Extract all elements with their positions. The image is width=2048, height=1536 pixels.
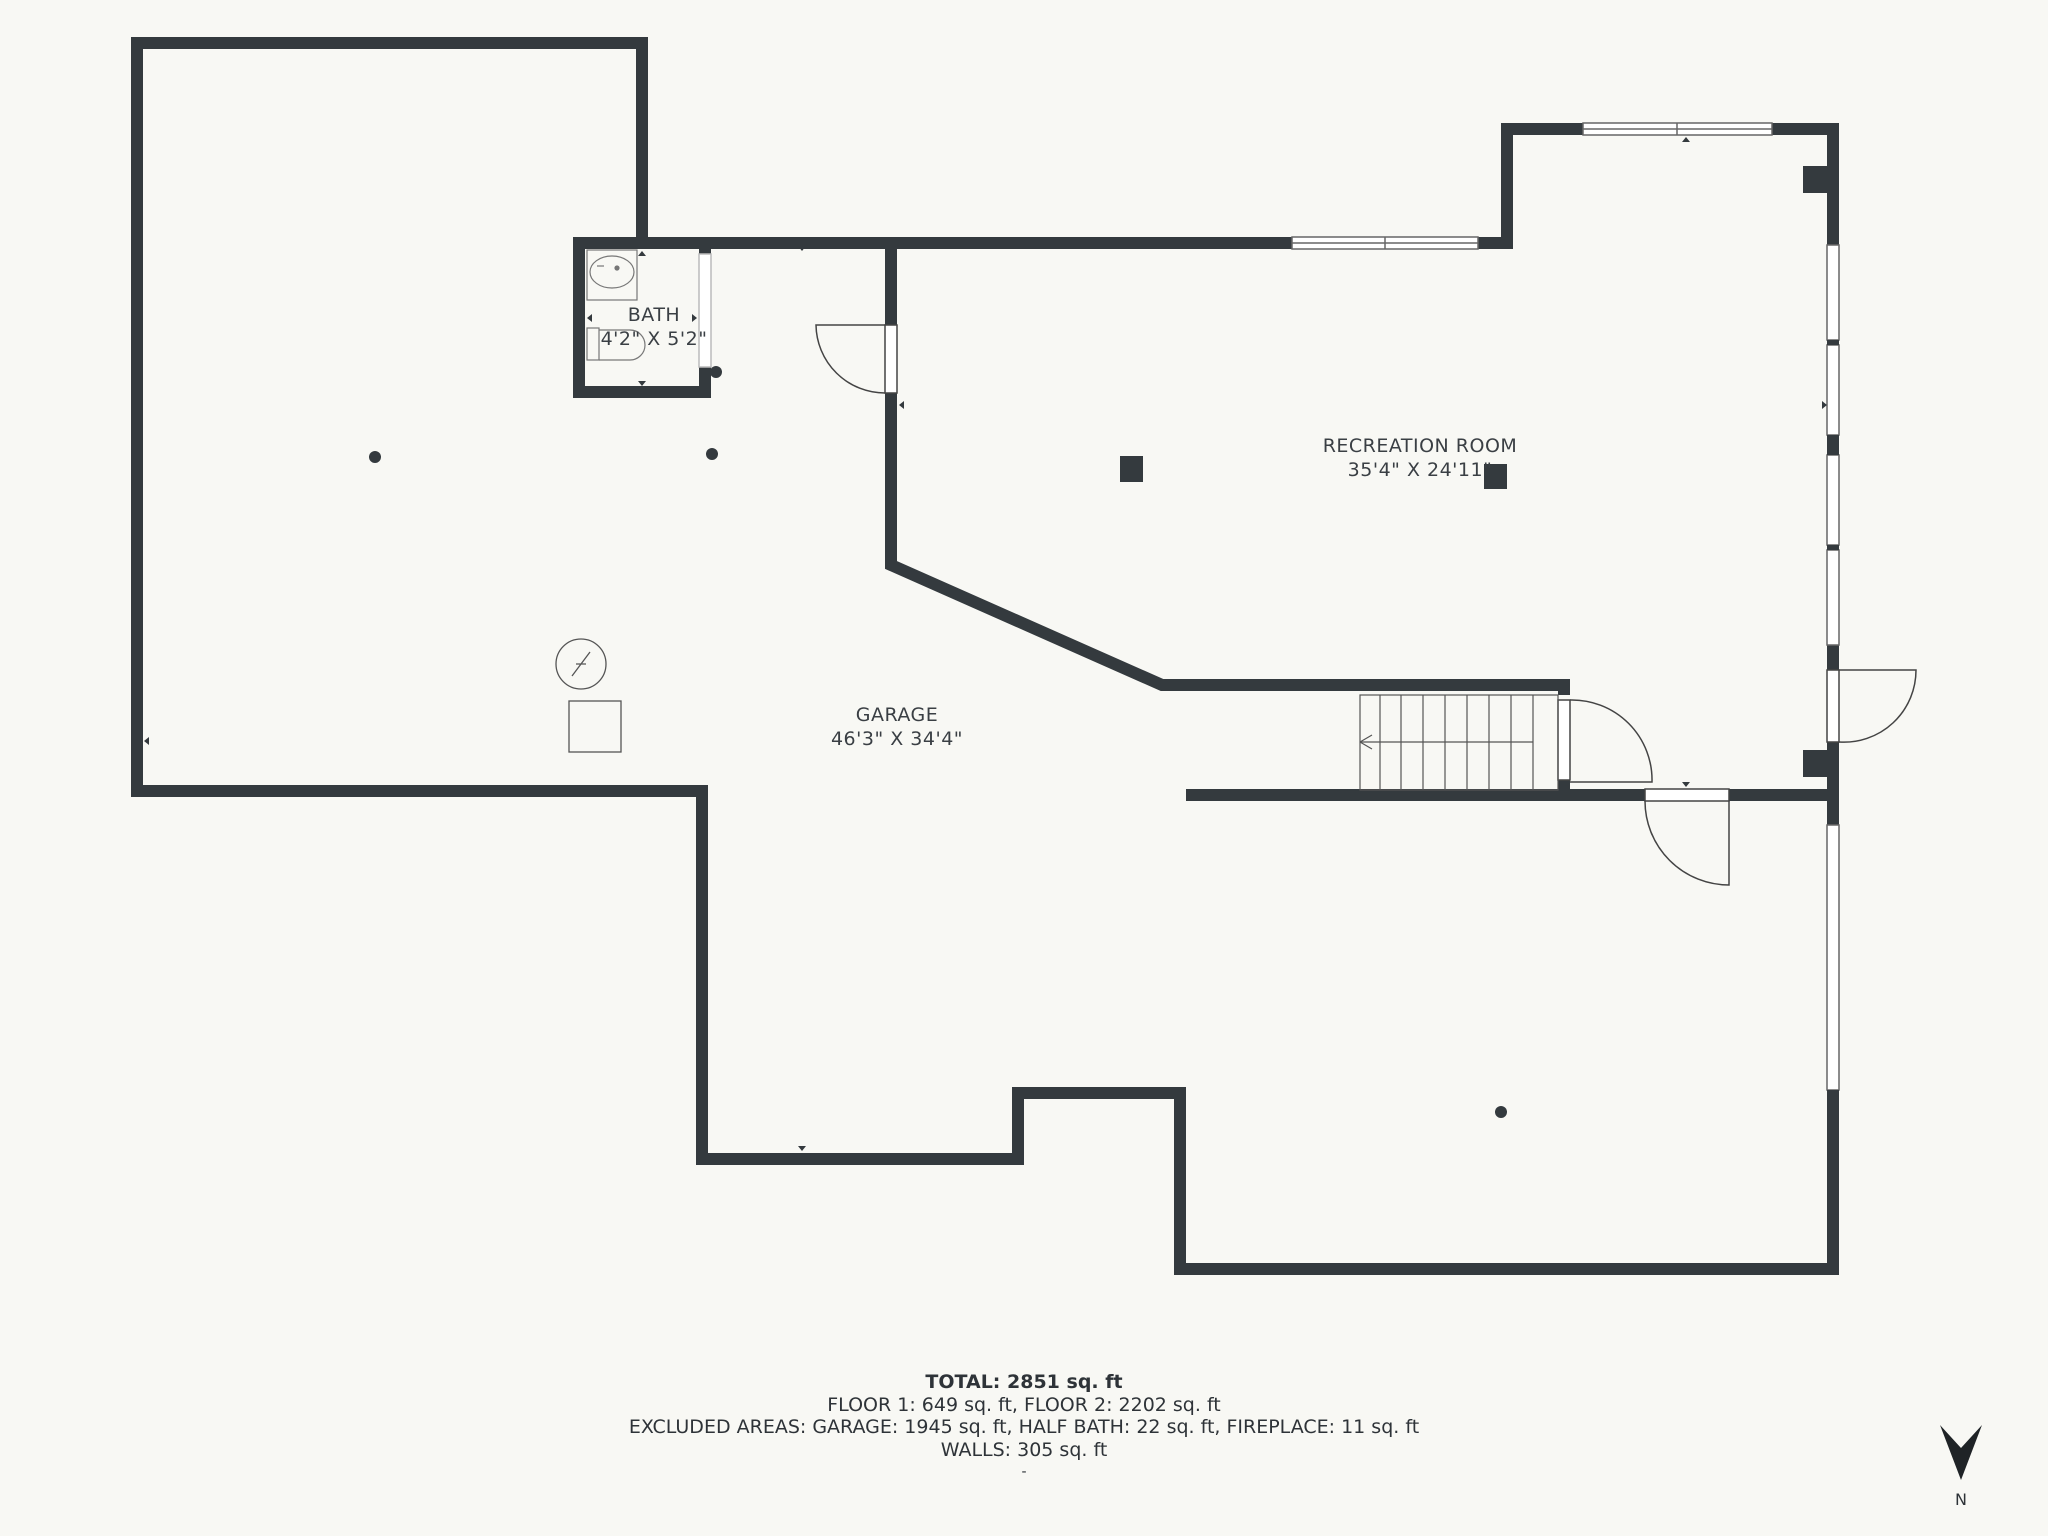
room-dims-bath: 4'2" X 5'2"	[600, 328, 708, 350]
sink-icon	[589, 255, 635, 289]
fireplace-south	[1803, 750, 1827, 777]
toilet-tank	[586, 327, 600, 361]
north-label: N	[1955, 1490, 1967, 1509]
window-east-3	[1826, 454, 1840, 546]
post-1	[369, 451, 381, 463]
staircase	[1359, 694, 1559, 791]
door-stair	[1557, 699, 1571, 781]
recreation-diagonal-wall	[885, 393, 1570, 695]
room-name-garage: GARAGE	[855, 704, 939, 726]
window-east-4	[1826, 549, 1840, 646]
post-2	[706, 448, 718, 460]
area-totals: TOTAL: 2851 sq. ft FLOOR 1: 649 sq. ft, …	[0, 1371, 2048, 1484]
door-recreation-east	[1826, 669, 1840, 743]
excluded-areas: EXCLUDED AREAS: GARAGE: 1945 sq. ft, HAL…	[628, 1416, 1420, 1438]
post-3	[710, 366, 722, 378]
toilet-icon	[599, 329, 646, 361]
fireplace-north	[1803, 166, 1827, 193]
garage-wall	[131, 37, 1839, 1275]
recreation-north-wall-east	[1478, 123, 1583, 249]
room-dims-recreation: 35'4" X 24'11"	[1347, 459, 1493, 481]
window-garage-east	[1826, 824, 1840, 1091]
total-area: TOTAL: 2851 sq. ft	[925, 1371, 1123, 1393]
post-4	[1495, 1106, 1507, 1118]
window-east-1	[1826, 244, 1840, 341]
window-east-2	[1826, 344, 1840, 436]
bath-wall	[573, 237, 711, 398]
column-2	[1484, 464, 1507, 489]
room-label-garage: GARAGE 46'3" X 34'4"	[777, 703, 1017, 751]
furnace-icon	[568, 700, 622, 753]
room-label-recreation: RECREATION ROOM 35'4" X 24'11"	[1270, 434, 1570, 482]
door-bath	[698, 253, 712, 368]
column-1	[1120, 456, 1143, 482]
bath-vanity	[586, 249, 638, 301]
room-name-bath: BATH	[627, 304, 681, 326]
door-recreation-west	[884, 324, 898, 394]
north-arrow-icon	[1940, 1425, 1982, 1480]
walls-area: WALLS: 305 sq. ft	[940, 1438, 1108, 1461]
room-name-recreation: RECREATION ROOM	[1322, 435, 1518, 457]
floor-areas: FLOOR 1: 649 sq. ft, FLOOR 2: 2202 sq. f…	[827, 1393, 1221, 1416]
water-heater-icon	[555, 638, 607, 690]
room-label-bath: BATH 4'2" X 5'2"	[594, 303, 714, 351]
room-dims-garage: 46'3" X 34'4"	[830, 728, 964, 750]
door-garage-south	[1644, 788, 1730, 802]
footnote: -	[1021, 1464, 1027, 1480]
